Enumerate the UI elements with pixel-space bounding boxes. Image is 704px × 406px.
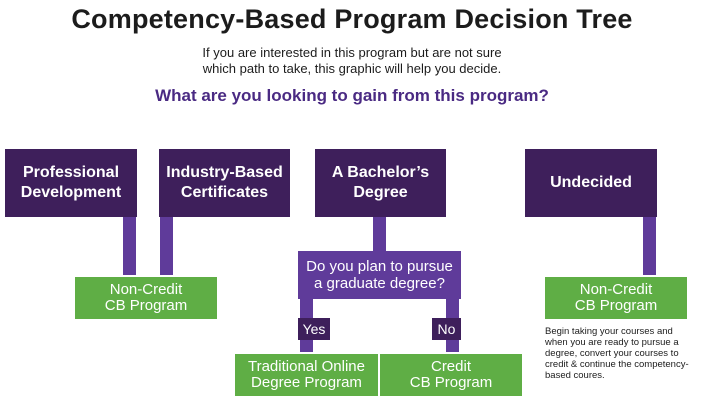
noncredit-right-line2: CB Program [574, 297, 658, 314]
main-question: What are you looking to gain from this p… [155, 86, 549, 105]
noncredit-left-line2: CB Program [104, 297, 188, 314]
intro-line-1: If you are interested in this program bu… [202, 45, 502, 60]
option-professional-line2: Development [20, 184, 122, 201]
option-undecided: Undecided [525, 149, 657, 217]
credit-line1: Credit [430, 358, 471, 375]
traditional-line2: Degree Program [251, 374, 362, 391]
intro-line-2: which path to take, this graphic will he… [202, 61, 502, 76]
traditional-line1: Traditional Online [247, 358, 365, 375]
credit-line2: CB Program [409, 374, 493, 391]
noncredit-right-line1: Non-Credit [579, 281, 653, 298]
undecided-note-line: Begin taking your courses and [545, 326, 673, 337]
yes-label: Yes [298, 318, 330, 340]
option-undecided-label: Undecided [550, 174, 632, 191]
undecided-note: Begin taking your courses and when you a… [545, 326, 700, 381]
no-label: No [432, 318, 461, 340]
undecided-note-line: degree, convert your courses to [545, 348, 679, 359]
connector-industry [160, 216, 173, 278]
page-title: Competency-Based Program Decision Tree [71, 4, 633, 34]
undecided-note-line: credit & continue the competency- [545, 359, 689, 370]
connector-undecided [643, 216, 656, 278]
option-industry-line1: Industry-Based [166, 164, 283, 181]
option-industry-line2: Certificates [180, 184, 269, 201]
connector-professional [123, 216, 136, 278]
undecided-note-line: based coures. [545, 370, 605, 381]
option-bachelors-line1: A Bachelor’s [331, 164, 430, 181]
graduate-question-line2: a graduate degree? [314, 275, 445, 292]
undecided-note-line: when you are ready to pursue a [545, 337, 679, 348]
noncredit-left-line1: Non-Credit [109, 281, 183, 298]
option-professional-line1: Professional [22, 164, 120, 181]
graduate-question-line1: Do you plan to pursue [306, 258, 453, 275]
option-bachelors-line2: Degree [353, 184, 408, 201]
connector-bachelors [373, 216, 386, 252]
